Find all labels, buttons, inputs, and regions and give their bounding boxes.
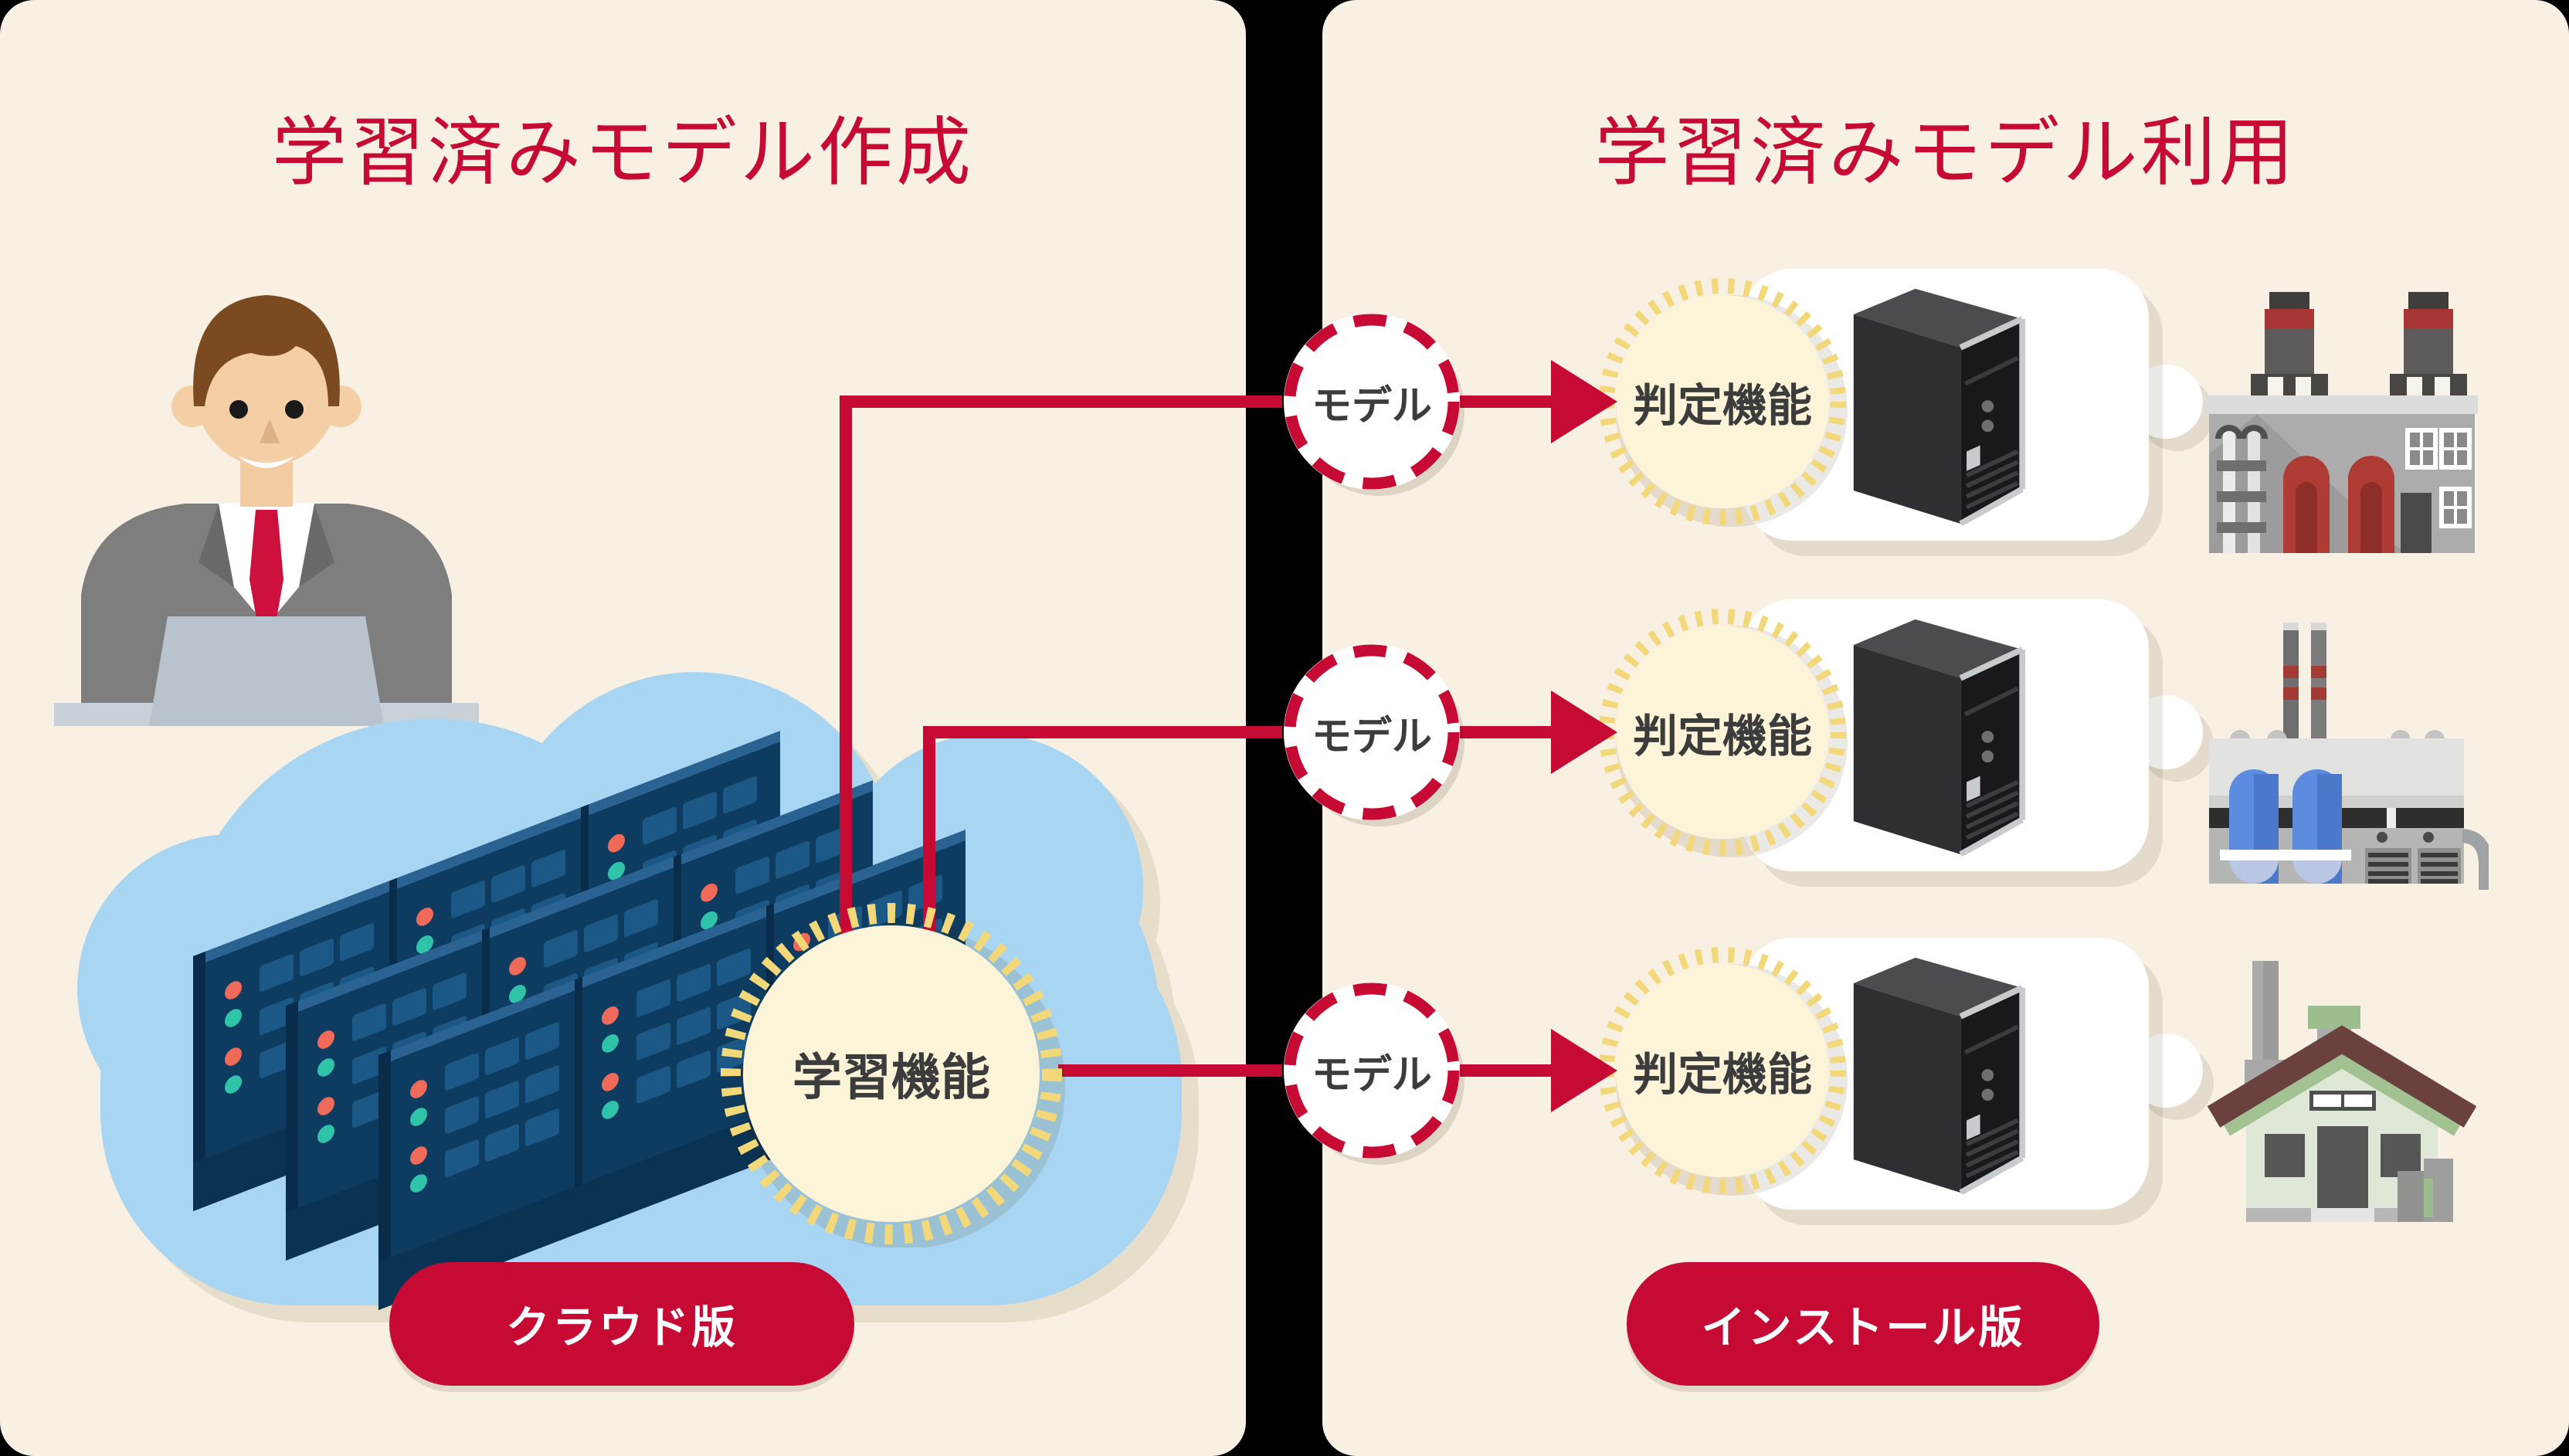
judgment-function-label: 判定機能: [1632, 381, 1812, 431]
person-at-laptop-icon: [54, 295, 479, 726]
tower-server-icon: [1853, 619, 2026, 856]
model-circle-3: モデル: [1276, 975, 1468, 1166]
learning-function-circle: 学習機能: [718, 900, 1065, 1247]
judgment-function-label: 判定機能: [1632, 711, 1812, 762]
tower-server-icon: [1853, 288, 2026, 525]
install-version-badge: インストール版: [1627, 1262, 2099, 1386]
right-panel-title: 学習済みモデル利用: [1594, 110, 2297, 195]
cloud-version-badge-label: クラウド版: [506, 1303, 738, 1352]
judgment-function-circle: 判定機能: [1597, 607, 1848, 857]
install-version-badge-label: インストール版: [1701, 1303, 2025, 1352]
workshop-house-icon: [2207, 961, 2477, 1222]
model-label: モデル: [1311, 1052, 1432, 1098]
learning-function-label: 学習機能: [792, 1050, 990, 1105]
tower-server-icon: [1853, 957, 2026, 1194]
model-circle-2: モデル: [1276, 636, 1468, 828]
left-panel-title: 学習済みモデル作成: [272, 110, 974, 195]
judgment-function-label: 判定機能: [1632, 1050, 1812, 1100]
model-circle-1: モデル: [1276, 306, 1468, 497]
model-label: モデル: [1311, 383, 1432, 429]
model-label: モデル: [1311, 714, 1432, 759]
cloud-version-badge: クラウド版: [389, 1262, 854, 1386]
judgment-function-circle: 判定機能: [1597, 945, 1848, 1196]
factory-building-icon: [2206, 292, 2478, 553]
learning-circle-graphic: [721, 903, 1065, 1247]
judgment-function-circle: 判定機能: [1597, 277, 1848, 527]
power-plant-icon: [2209, 623, 2489, 890]
